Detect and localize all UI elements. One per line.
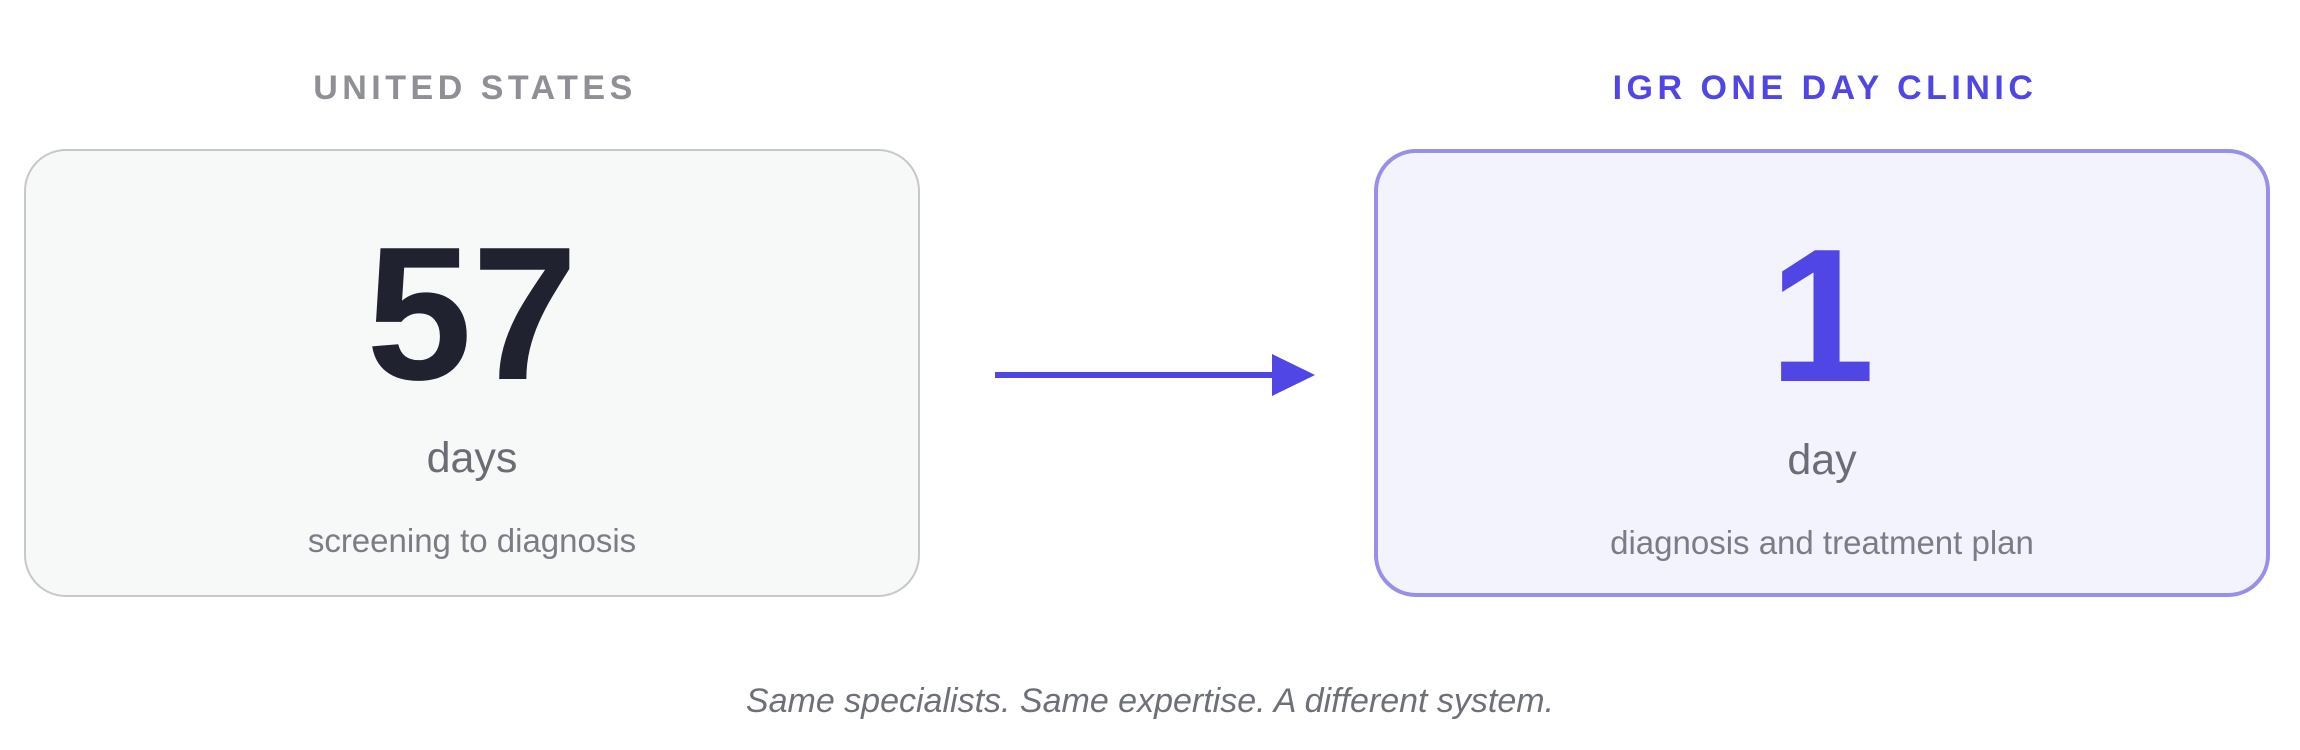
- clinic-days-unit: day: [1787, 436, 1857, 484]
- united-states-heading: UNITED STATES: [313, 69, 637, 107]
- clinic-card: 1 day diagnosis and treatment plan: [1374, 149, 2270, 597]
- clinic-heading: IGR ONE DAY CLINIC: [1612, 69, 2038, 107]
- clinic-days-caption: diagnosis and treatment plan: [1610, 524, 2034, 561]
- clinic-days-number: 1: [1769, 210, 1875, 422]
- us-days-unit: days: [426, 434, 518, 482]
- us-days-caption: screening to diagnosis: [307, 522, 637, 559]
- united-states-card: 57 days screening to diagnosis: [24, 149, 920, 597]
- arrow-right-icon: [995, 354, 1315, 396]
- us-days-number: 57: [366, 208, 578, 420]
- footer-tagline: Same specialists. Same expertise. A diff…: [745, 682, 1555, 720]
